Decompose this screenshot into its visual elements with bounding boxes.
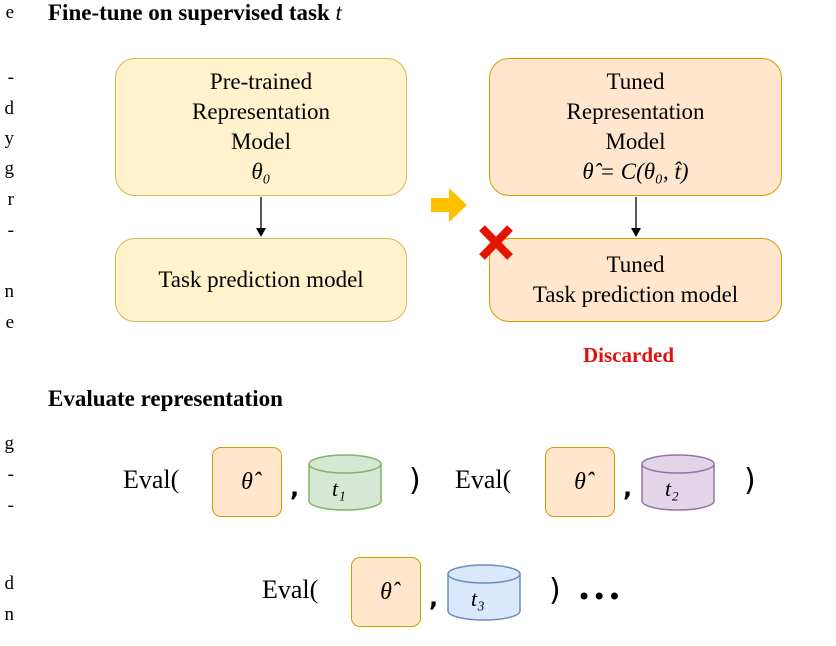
- theta-hat-symbol: θ̂: [241, 468, 253, 495]
- theta-hat-box: θ̂: [545, 447, 615, 517]
- margin-fragment: -: [7, 67, 14, 88]
- task-label-t3: t₃: [471, 586, 485, 611]
- box-line: Model: [605, 129, 666, 154]
- margin-fragment: d: [4, 98, 15, 119]
- tuned-model-box: Tuned Representation Model θ̂ = C(θ₀, t̂…: [489, 58, 782, 196]
- dataset-cylinder-t2: [641, 454, 715, 511]
- close-paren: ): [744, 463, 756, 498]
- margin-fragment: y: [4, 128, 15, 149]
- margin-fragment: e: [5, 2, 14, 23]
- theta-hat-box: θ̂: [351, 557, 421, 627]
- theta-hat-symbol: θ̂: [380, 578, 392, 605]
- finetune-heading-text: Fine-tune on supervised task: [48, 0, 336, 25]
- discarded-label: Discarded: [583, 343, 674, 367]
- comma: ,: [623, 474, 633, 502]
- pretrained-model-box: Pre-trained Representation Model θ₀: [115, 58, 407, 196]
- margin-fragment: r: [7, 189, 14, 210]
- close-paren: ): [549, 573, 561, 608]
- box-line: Tuned: [606, 252, 665, 277]
- tuned-task-prediction-box: Tuned Task prediction model: [489, 238, 782, 322]
- right-down-arrow: [631, 197, 641, 237]
- margin-fragment: -: [7, 495, 14, 516]
- theta-zero-symbol: θ₀: [251, 159, 271, 184]
- eval-label: Eval(: [262, 575, 319, 604]
- box-line: Pre-trained: [209, 69, 313, 94]
- finetune-heading-var: t: [335, 0, 342, 25]
- box-line: Task prediction model: [158, 267, 364, 292]
- margin-fragment: n: [4, 604, 15, 625]
- cross-icon: [479, 225, 513, 260]
- margin-fragment: g: [4, 433, 15, 454]
- eval-label: Eval(: [123, 465, 180, 494]
- dataset-cylinder-t1: [308, 454, 382, 511]
- ellipsis: •••: [577, 583, 623, 611]
- theta-hat-box: θ̂: [212, 447, 282, 517]
- margin-fragment: d: [4, 573, 15, 594]
- task-label-t2: t₂: [665, 476, 679, 501]
- task-prediction-box: Task prediction model: [115, 238, 407, 322]
- margin-fragment: -: [7, 464, 14, 485]
- right-arrow-icon: [431, 188, 467, 222]
- left-down-arrow: [256, 197, 266, 237]
- box-line: Task prediction model: [532, 282, 739, 307]
- margin-fragment: -: [7, 220, 14, 241]
- eval-label: Eval(: [455, 465, 512, 494]
- box-line: Model: [230, 129, 292, 154]
- theta-hat-symbol: θ̂: [574, 468, 586, 495]
- comma: ,: [429, 584, 439, 612]
- margin-fragment: g: [4, 158, 15, 179]
- comma: ,: [290, 474, 300, 502]
- box-line: Representation: [566, 99, 705, 124]
- evaluate-heading: Evaluate representation: [48, 386, 283, 411]
- box-line: Representation: [192, 99, 330, 124]
- dataset-cylinder-t3: [447, 564, 521, 621]
- finetune-heading: Fine-tune on supervised task t: [48, 0, 342, 26]
- tuned-theta-formula: θ̂ = C(θ₀, t̂): [582, 159, 689, 184]
- close-paren: ): [409, 463, 421, 498]
- margin-fragment: n: [4, 281, 15, 302]
- box-line: Tuned: [606, 69, 665, 94]
- margin-fragment: e: [5, 312, 14, 333]
- task-label-t1: t₁: [332, 476, 346, 501]
